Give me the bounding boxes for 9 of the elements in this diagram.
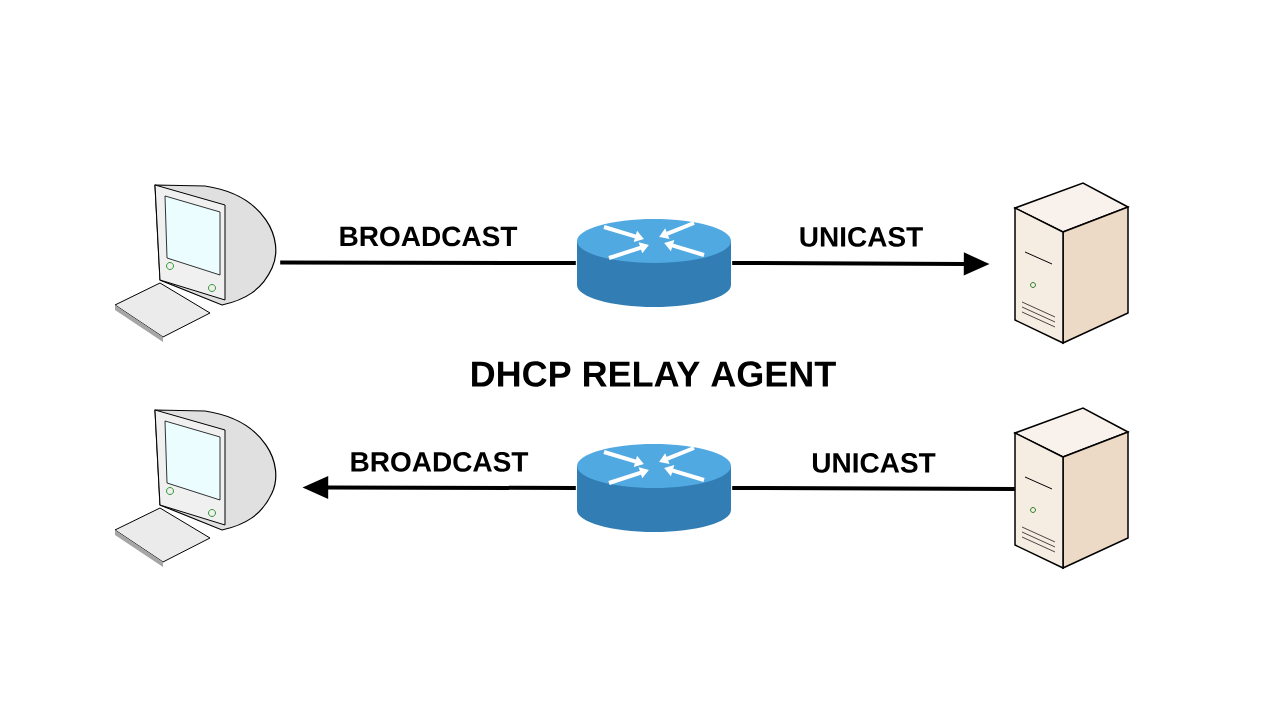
router-drawing (577, 219, 731, 307)
edge-label: BROADCAST (336, 224, 520, 249)
edge-label: UNICAST (796, 224, 926, 249)
computer-drawing (114, 409, 277, 567)
heading: DHCP RELAY AGENT (472, 361, 836, 387)
computer-drawing (114, 184, 277, 342)
edge-label: BROADCAST (347, 449, 531, 474)
router-drawing (577, 444, 731, 532)
edge-label: UNICAST (809, 450, 938, 475)
